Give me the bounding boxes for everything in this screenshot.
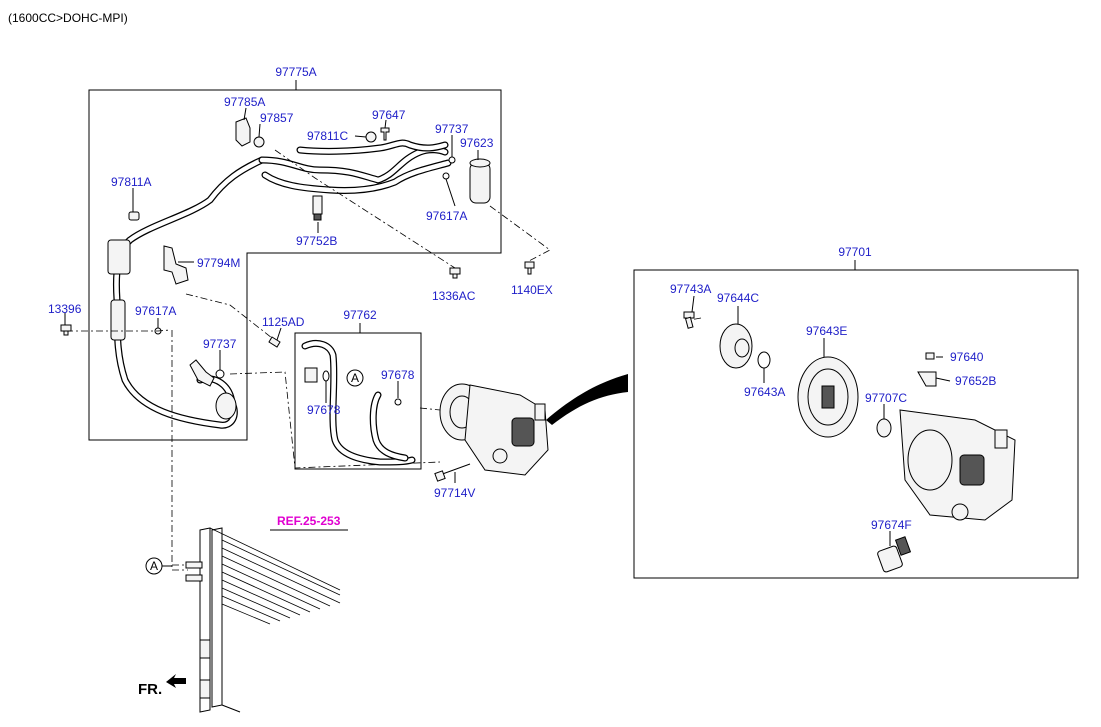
part-label-97743A[interactable]: 97743A [670, 282, 711, 296]
part-label-97623[interactable]: 97623 [460, 136, 494, 150]
marker-a-lower: A [150, 559, 158, 573]
part-label-13396[interactable]: 13396 [48, 302, 82, 316]
part-label-1140EX[interactable]: 1140EX [511, 283, 553, 297]
engine-spec-header: (1600CC>DOHC-MPI) [8, 11, 128, 25]
part-label-97640[interactable]: 97640 [950, 350, 984, 364]
group-label-97775A[interactable]: 97775A [275, 65, 316, 79]
part-label-97644C[interactable]: 97644C [717, 291, 759, 305]
explode-arrow [546, 374, 628, 425]
part-label-97707C[interactable]: 97707C [865, 391, 907, 405]
part-label-97678-left[interactable]: 97678 [307, 403, 341, 417]
part-label-97811C[interactable]: 97811C [307, 129, 348, 143]
part-label-97678-right[interactable]: 97678 [381, 368, 415, 382]
compressor-line-box: 97762 [294, 308, 422, 470]
part-label-97714V[interactable]: 97714V [434, 486, 475, 500]
part-label-97652B[interactable]: 97652B [955, 374, 996, 388]
part-label-1125AD[interactable]: 1125AD [262, 315, 305, 329]
part-labels: 97785A 97857 97647 97811C 97737 97623 97… [48, 95, 996, 532]
compressor-assembly-parts [683, 311, 1016, 573]
compressor-suction-line: A [301, 339, 416, 466]
part-label-97857[interactable]: 97857 [260, 111, 294, 125]
condenser: A [145, 527, 341, 713]
part-label-97643E[interactable]: 97643E [806, 324, 847, 338]
part-label-97794M[interactable]: 97794M [197, 256, 240, 270]
compressor-middle [434, 383, 549, 482]
group-label-97701[interactable]: 97701 [838, 245, 872, 259]
front-label: FR. [138, 681, 162, 698]
part-label-97647[interactable]: 97647 [372, 108, 406, 122]
part-label-97617A-left[interactable]: 97617A [135, 304, 176, 318]
part-label-97752B[interactable]: 97752B [296, 234, 337, 248]
reference-label[interactable]: REF.25-253 [277, 514, 341, 528]
part-label-97811A[interactable]: 97811A [111, 175, 151, 189]
part-label-97785A[interactable]: 97785A [224, 95, 265, 109]
marker-a-upper: A [351, 371, 359, 385]
front-arrow-icon [166, 674, 186, 688]
hose-assembly-box: 97775A [88, 65, 502, 441]
ac-hose-assembly [107, 117, 491, 429]
front-indicator: FR. [138, 674, 186, 698]
connection-lines [66, 149, 702, 571]
part-label-97674F[interactable]: 97674F [871, 518, 912, 532]
part-label-97643A[interactable]: 97643A [744, 385, 785, 399]
part-label-97617A-top[interactable]: 97617A [426, 209, 467, 223]
part-label-97737-top[interactable]: 97737 [435, 122, 469, 136]
group-label-97762[interactable]: 97762 [343, 308, 377, 322]
fasteners [60, 261, 535, 348]
compressor-assembly-box: 97701 [633, 245, 1079, 579]
part-label-97737-left[interactable]: 97737 [203, 337, 237, 351]
part-label-1336AC[interactable]: 1336AC [432, 289, 476, 303]
